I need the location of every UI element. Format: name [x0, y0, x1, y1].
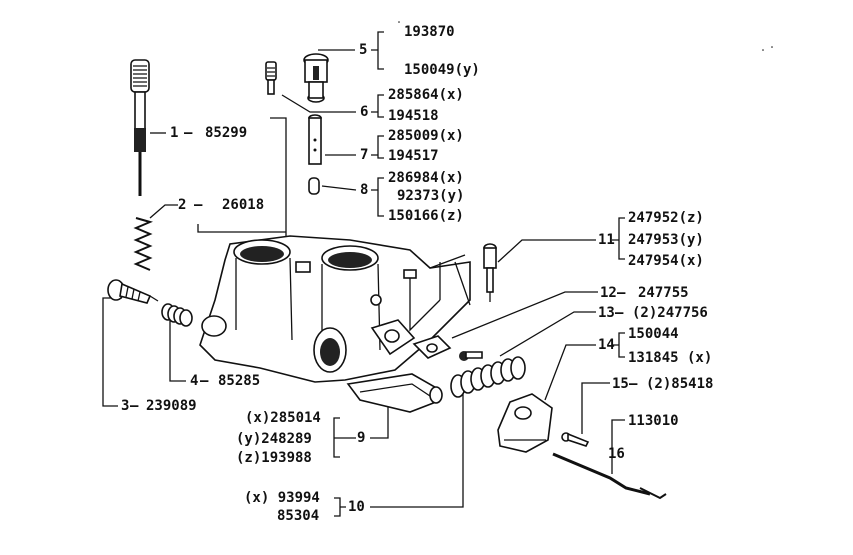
callout-8-ref: 8 — [360, 182, 369, 198]
part-14-cover — [497, 393, 553, 453]
callout-2-dash: — — [194, 197, 203, 213]
callout-8-part-1: 286984(x) — [388, 170, 464, 186]
callout-9-part-1: (x)285014 — [245, 410, 321, 426]
part-15-screw — [561, 432, 590, 447]
callout-5-ref: 5 — [359, 42, 368, 58]
callout-4-ref: 4 — [190, 373, 199, 389]
callout-7-part-2: 194517 — [388, 148, 439, 164]
callout-13-dash: — — [615, 305, 624, 321]
callout-16-part: 113010 — [628, 413, 679, 429]
callout-9-part-2: (y)248289 — [236, 431, 312, 447]
part-9-float — [346, 373, 443, 413]
callout-2-part: 26018 — [222, 197, 265, 213]
callout-9-part-3: (z)193988 — [236, 450, 312, 466]
callout-10-ref: 10 — [348, 499, 365, 515]
callout-7-part-1: 285009(x) — [388, 128, 464, 144]
callout-11-part-1: 247952(z) — [628, 210, 704, 226]
callout-3-dash: — — [130, 398, 139, 414]
leader-lines — [102, 21, 773, 517]
callout-4-part: 85285 — [218, 373, 261, 389]
callout-12-part: 247755 — [638, 285, 689, 301]
callout-15-ref: 15 — [612, 376, 629, 392]
callout-11-ref: 11 — [598, 232, 615, 248]
callout-11-part-3: 247954(x) — [628, 253, 704, 269]
part-7-emulsion-tube — [308, 114, 322, 165]
callout-5-part-1: 193870 — [404, 24, 455, 40]
part-6-screw — [265, 61, 277, 95]
callout-14-part-2: 131845 (x) — [628, 350, 713, 366]
carburetor-body — [199, 235, 471, 383]
callout-14-ref: 14 — [598, 337, 615, 353]
callout-8-part-2: 92373(y) — [397, 188, 465, 204]
part-5-jet — [303, 53, 329, 103]
callout-10-part-1: (x) 93994 — [244, 490, 320, 506]
callout-6-part-2: 194518 — [388, 108, 439, 124]
callout-3-part: 239089 — [146, 398, 197, 414]
callout-1-part: 85299 — [205, 125, 248, 141]
callout-9-ref: 9 — [357, 430, 366, 446]
callout-13-ref: 13 — [598, 305, 615, 321]
flange-part — [370, 319, 416, 356]
callout-8-part-3: 150166(z) — [388, 208, 464, 224]
callout-4-dash: — — [200, 373, 209, 389]
callout-12-dash: — — [617, 285, 626, 301]
part-12-gasket — [412, 335, 452, 359]
part-4-spring — [161, 303, 193, 327]
part-16-lever — [552, 452, 667, 500]
callout-14-part-1: 150044 — [628, 326, 679, 342]
callout-6-part-1: 285864(x) — [388, 87, 464, 103]
part-1-needle — [130, 59, 150, 196]
callout-1-dash: — — [184, 125, 193, 141]
callout-13-part: (2)247756 — [632, 305, 708, 321]
callout-11-part-2: 247953(y) — [628, 232, 704, 248]
part-10-spring — [450, 356, 526, 398]
callout-2-ref: 2 — [178, 197, 187, 213]
callout-1-ref: 1 — [170, 125, 179, 141]
part-8-jet — [308, 177, 320, 195]
part-3-screw — [107, 279, 159, 304]
callout-10-part-2: 85304 — [277, 508, 320, 524]
callout-6-ref: 6 — [360, 104, 369, 120]
part-11-needle-valve — [483, 243, 497, 302]
callout-15-part: (2)85418 — [646, 376, 714, 392]
callout-16-ref: 16 — [608, 446, 625, 462]
callout-3-ref: 3 — [121, 398, 130, 414]
part-2-spring — [133, 217, 153, 271]
callout-5-part-2: 150049(y) — [404, 62, 480, 78]
callout-7-ref: 7 — [360, 147, 369, 163]
callout-15-dash: — — [629, 376, 638, 392]
callout-12-ref: 12 — [600, 285, 617, 301]
part-13-screw — [459, 351, 483, 361]
